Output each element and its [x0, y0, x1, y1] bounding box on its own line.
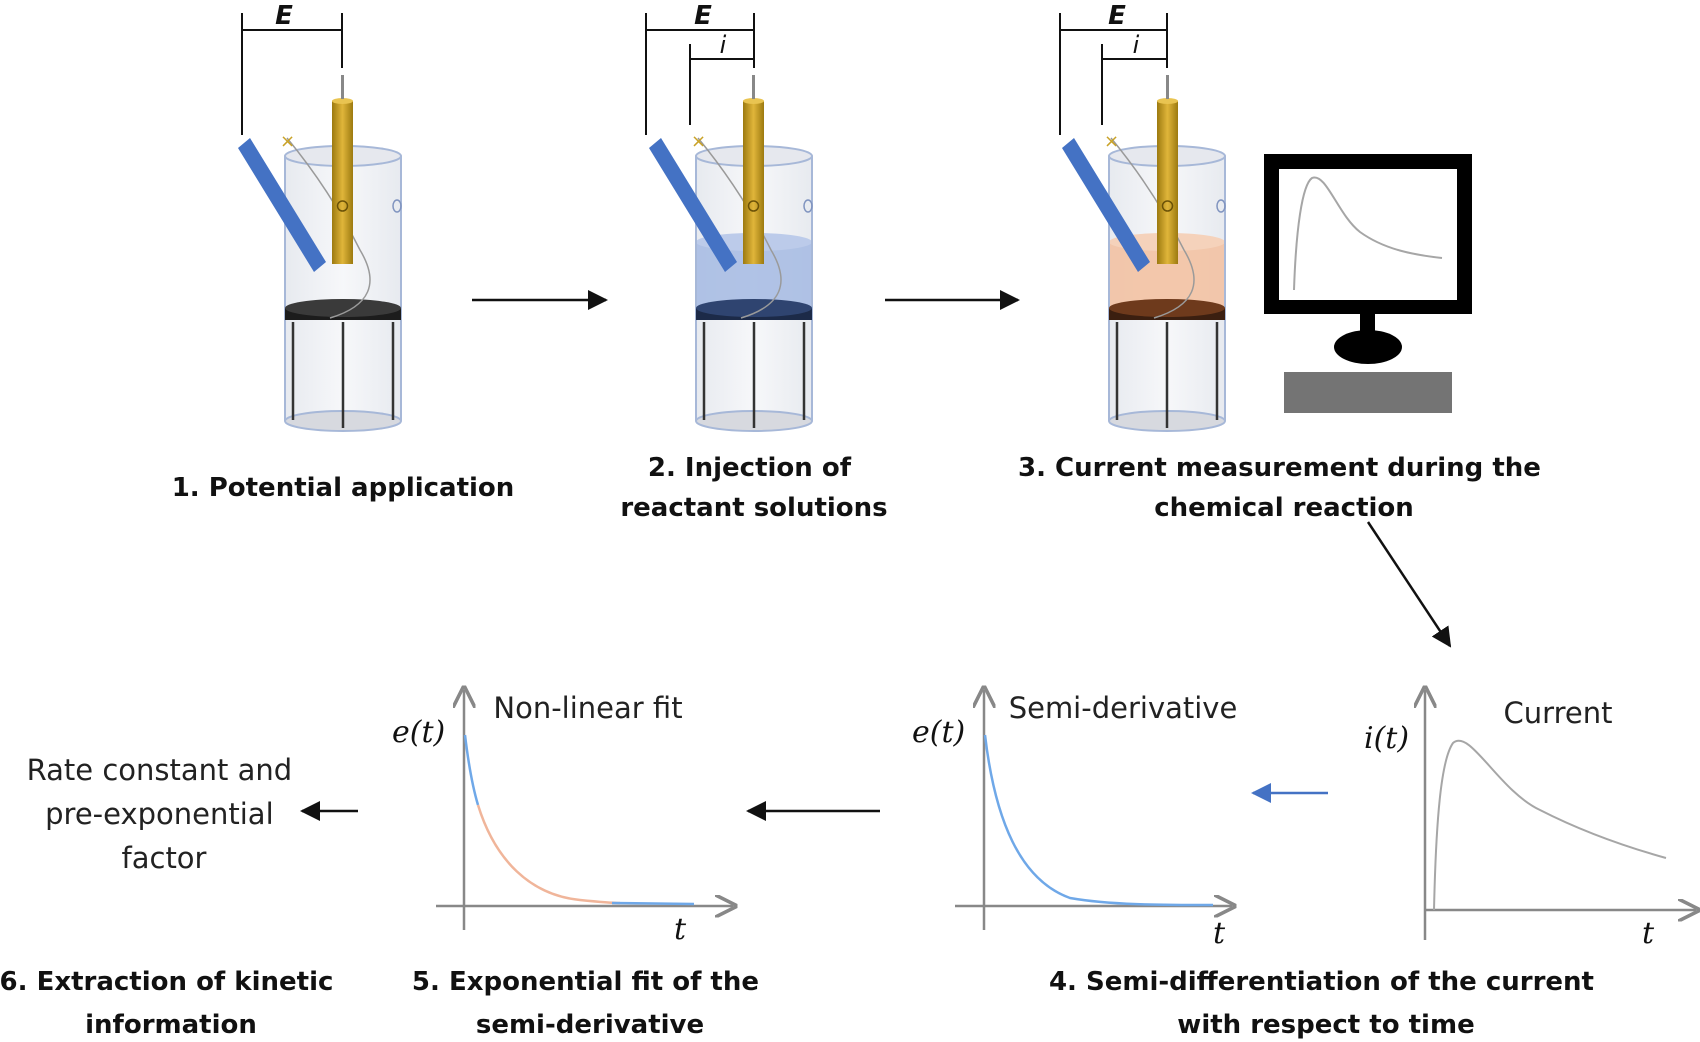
cell-3-working-electrode [1157, 101, 1178, 264]
cell-1-counter-electrode [238, 138, 326, 272]
svg-text:×: × [691, 131, 706, 152]
current-plot: Current i(t) t [1364, 690, 1696, 951]
svg-text:×: × [280, 131, 295, 152]
computer-monitor [1264, 154, 1472, 413]
fit-curve-initial-segment [463, 734, 480, 806]
current-plot-title: Current [1504, 696, 1613, 730]
cell-3-counter-electrode [1062, 138, 1150, 272]
semi-derivative-curve [983, 734, 1214, 907]
semi-derivative-plot: Semi-derivative e(t) t [912, 690, 1237, 951]
cell-3-current-label: i [1133, 31, 1140, 59]
svg-text:×: × [1104, 131, 1119, 152]
cell-3-potential-label: E [1108, 1, 1126, 31]
monitor-base [1334, 330, 1402, 364]
cell-2-working-electrode [743, 101, 764, 264]
fit-plot-y-label: e(t) [392, 715, 445, 750]
computer-keyboard [1284, 372, 1452, 413]
cell-1-potential-label: E [275, 1, 293, 31]
cell-2-electrochemical-cell: × E i [645, 1, 813, 432]
current-plot-x-label: t [1642, 916, 1655, 951]
semi-derivative-plot-x-label: t [1213, 916, 1226, 951]
non-linear-fit-plot: Non-linear fit e(t) t [392, 690, 733, 947]
step-1-label: 1. Potential application [172, 473, 515, 503]
fit-plot-x-label: t [674, 912, 687, 947]
step-5-label: 5. Exponential fit of the semi-derivativ… [412, 967, 768, 1040]
step-6-label: 6. Extraction of kinetic information [0, 967, 342, 1040]
fit-curve-tail-segment [611, 901, 695, 906]
monitor-screen [1279, 169, 1457, 300]
cell-1-electrochemical-cell: × E [238, 1, 402, 432]
cell-2-counter-electrode [649, 138, 737, 272]
step-2-label: 2. Injection of reactant solutions [620, 453, 887, 523]
step-3-label: 3. Current measurement during the chemic… [1018, 453, 1550, 523]
semi-derivative-plot-title: Semi-derivative [1009, 691, 1238, 725]
fit-plot-title: Non-linear fit [493, 691, 682, 725]
cell-3-electrochemical-cell: × E i [1059, 1, 1226, 432]
arrow-step3-to-step4 [1366, 521, 1452, 648]
cell-2-current-label: i [720, 31, 727, 59]
cell-3-potential-circuit: E i [1059, 1, 1168, 135]
fit-curve-fitted-segment [476, 804, 621, 905]
cell-1-working-electrode [332, 101, 353, 264]
current-curve [1433, 739, 1667, 911]
result-text: Rate constant and pre-exponential factor [27, 753, 302, 875]
cell-1-potential-circuit: E [241, 1, 343, 135]
semi-derivative-plot-y-label: e(t) [912, 715, 965, 750]
cell-2-potential-circuit: E i [645, 1, 755, 135]
current-plot-y-label: i(t) [1364, 721, 1409, 756]
step-4-label: 4. Semi-differentiation of the current w… [1049, 967, 1603, 1040]
cell-2-potential-label: E [694, 1, 712, 31]
monitor-current-trace [1293, 176, 1443, 291]
